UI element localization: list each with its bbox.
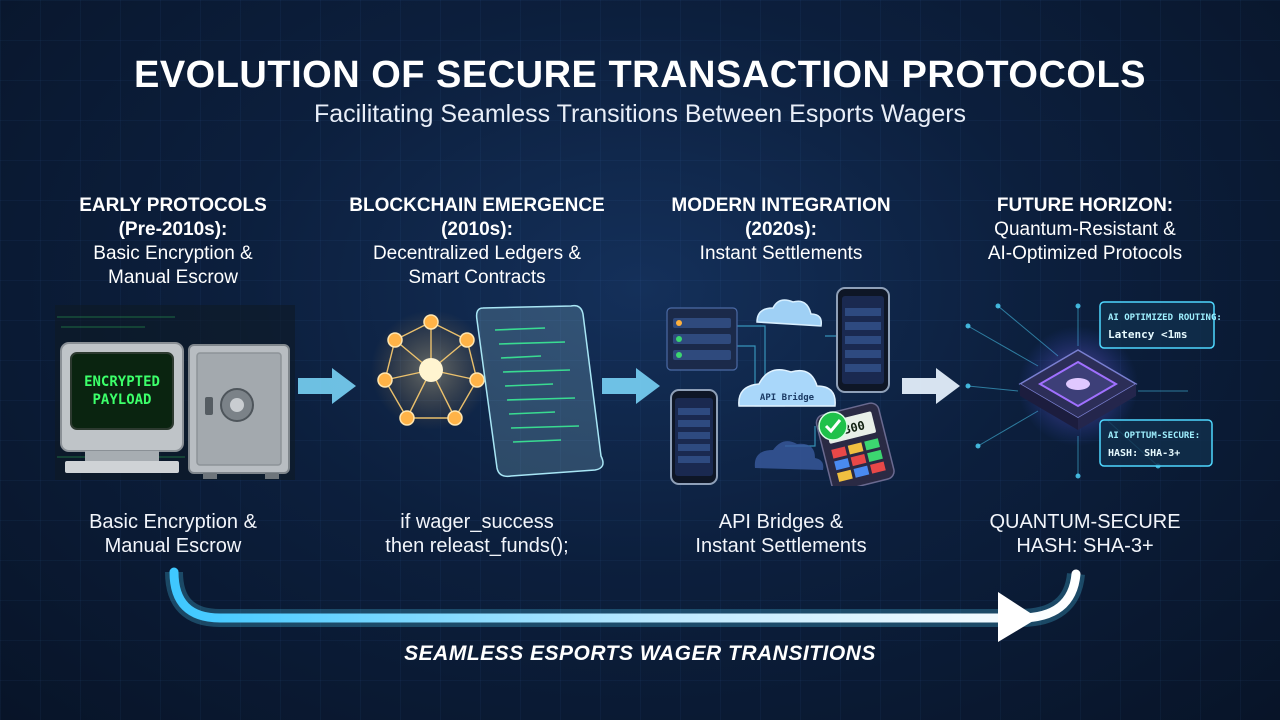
page-title: EVOLUTION OF SECURE TRANSACTION PROTOCOL… [133,54,1147,96]
stage-future-footer-line1: QUANTUM-SECURE [989,511,1181,533]
stage-future-footer: QUANTUM-SECURE HASH: SHA-3+ [955,510,1215,558]
stage-early-desc-line1: Basic Encryption & [93,243,253,264]
flow-arrow-2 [602,368,660,404]
stage-blockchain-footer-line2: then releast_funds(); [385,535,569,557]
page-subtitle: Facilitating Seamless Transitions Betwee… [313,100,967,128]
stage-early-title-line2: (Pre-2010s): [118,219,228,240]
early-protocols-illustration: ENCRYPTED PAYLOAD [55,305,295,480]
stage-blockchain-desc-line2: Smart Contracts [408,267,546,288]
stage-early-footer: Basic Encryption & Manual Escrow [43,510,303,558]
stage-early-heading: EARLY PROTOCOLS (Pre-2010s): Basic Encry… [43,194,303,290]
stage-blockchain-footer: if wager_success then releast_funds(); [347,510,607,558]
seamless-flow-arrow [165,567,1085,642]
stage-modern-footer: API Bridges & Instant Settlements [651,510,911,558]
stage-early-footer-line2: Manual Escrow [104,535,242,557]
stage-blockchain-title-line1: BLOCKCHAIN EMERGENCE [349,195,605,216]
future-horizon-illustration: AI OPTIMIZED ROUTING: Latency <1ms AI OP… [965,301,1220,479]
stage-modern-desc-line1: Instant Settlements [699,243,863,264]
quantum-panel-title: AI OPTTUM-SECURE: [1108,431,1200,441]
stage-modern-footer-line1: API Bridges & [718,511,844,533]
stage-modern-title-line1: MODERN INTEGRATION [671,195,891,216]
stage-future-footer-line2: HASH: SHA-3+ [1016,535,1154,557]
stage-blockchain-title-line2: (2010s): [441,219,513,240]
stage-modern-heading: MODERN INTEGRATION (2020s): Instant Sett… [651,194,911,266]
terminal-text-line2: PAYLOAD [92,392,151,408]
api-bridge-cloud-label: API Bridge [760,392,815,403]
flow-label: SEAMLESS ESPORTS WAGER TRANSITIONS [404,642,876,665]
ai-routing-panel-title: AI OPTIMIZED ROUTING: [1108,313,1220,323]
stage-early-desc-line2: Manual Escrow [108,267,238,288]
stage-blockchain-heading: BLOCKCHAIN EMERGENCE (2010s): Decentrali… [347,194,607,290]
stage-blockchain-desc-line1: Decentralized Ledgers & [372,243,582,264]
flow-arrow-3 [902,368,960,404]
stage-future-title-line1: FUTURE HORIZON: [996,195,1174,216]
blockchain-illustration [371,304,604,478]
modern-integration-illustration: API Bridge $300 [666,287,895,486]
stage-early-footer-line1: Basic Encryption & [89,511,257,533]
stage-future-desc-line1: Quantum-Resistant & [994,219,1176,240]
stage-early-title-line1: EARLY PROTOCOLS [79,195,267,216]
ai-routing-panel-latency: Latency <1ms [1108,328,1187,341]
quantum-panel-hash: HASH: SHA-3+ [1108,448,1180,459]
stage-future-heading: FUTURE HORIZON: Quantum-Resistant & AI-O… [955,194,1215,266]
terminal-text-line1: ENCRYPTED [84,374,160,390]
stage-modern-title-line2: (2020s): [745,219,817,240]
stage-blockchain-footer-line1: if wager_success [400,511,554,533]
stage-modern-footer-line2: Instant Settlements [695,535,867,557]
flow-arrow-1 [298,368,356,404]
stage-future-desc-line2: AI-Optimized Protocols [987,243,1183,264]
